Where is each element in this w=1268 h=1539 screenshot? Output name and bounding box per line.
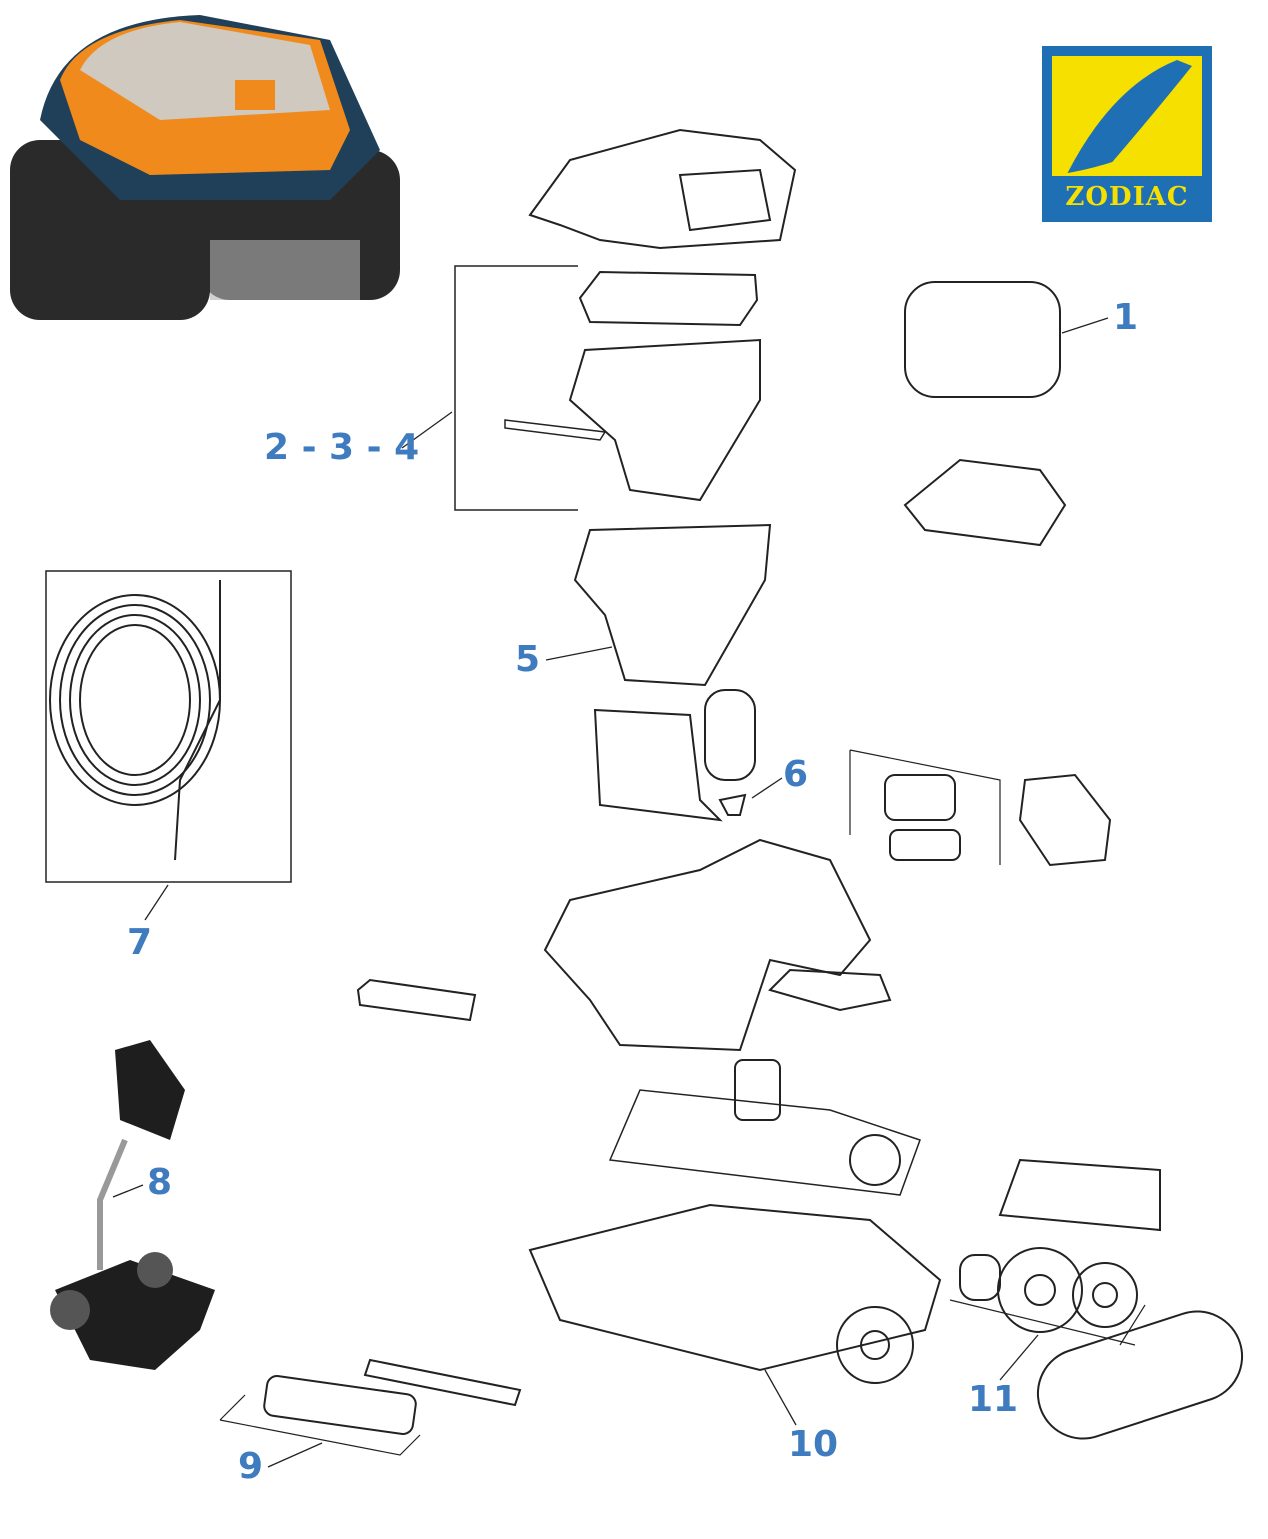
- callout-7: 7: [127, 922, 153, 963]
- callout-8: 8: [147, 1162, 173, 1203]
- filter-basket: [568, 338, 761, 502]
- callout-1: 1: [1113, 297, 1139, 338]
- track-belt: [1036, 1310, 1244, 1440]
- main-body: [543, 838, 872, 1052]
- callout-10: 10: [788, 1424, 839, 1465]
- top-cover: [528, 128, 797, 250]
- filter-lid: [578, 270, 759, 327]
- zodiac-z-mark: [1052, 56, 1202, 176]
- zodiac-logo-text: ZODIAC: [1065, 182, 1189, 212]
- power-control-box: [904, 281, 1061, 398]
- callout-11: 11: [968, 1379, 1019, 1420]
- leader-lines: [112, 317, 1109, 1468]
- cable-box: [45, 570, 292, 883]
- zodiac-logo: ZODIAC: [1042, 46, 1212, 222]
- robot-product-photo: [10, 15, 400, 320]
- filter-basket-5: [573, 523, 772, 687]
- callout-2-3-4: 2 - 3 - 4: [264, 427, 420, 468]
- callout-6: 6: [783, 754, 809, 795]
- floating-cable-coil: [49, 580, 221, 861]
- callout-9: 9: [238, 1446, 264, 1487]
- impeller-cartridge: [704, 689, 756, 781]
- motor-block: [608, 1089, 921, 1196]
- brush: [263, 1375, 417, 1435]
- chassis: [528, 1203, 942, 1372]
- filter-frame: [593, 708, 723, 822]
- group-bracket-2-3-4: [454, 265, 578, 511]
- caddy-cart-photo: [50, 1040, 215, 1370]
- callout-5: 5: [515, 639, 541, 680]
